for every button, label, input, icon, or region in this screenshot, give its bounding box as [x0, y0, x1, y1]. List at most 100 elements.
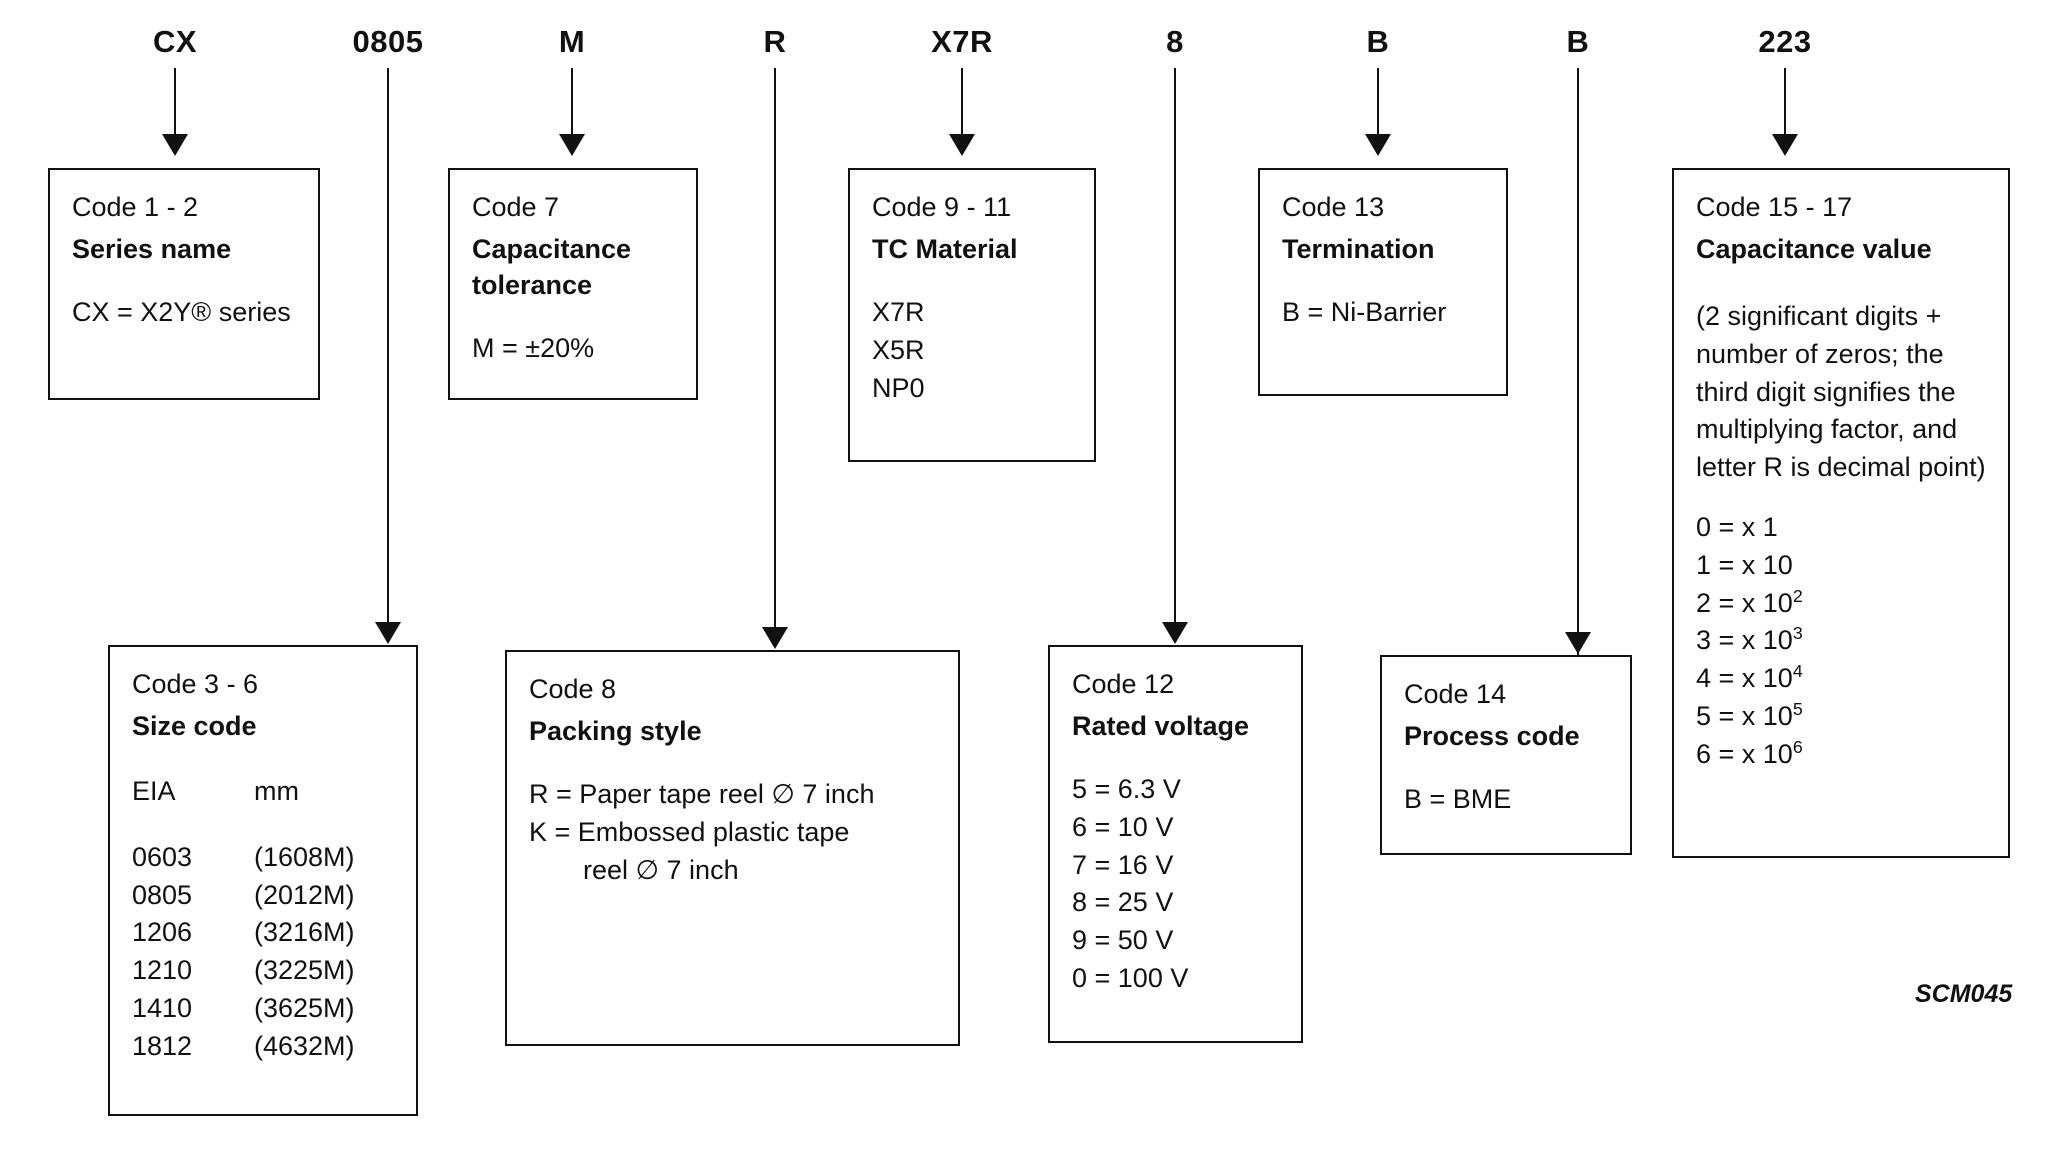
packing-style-option-k-cont: reel ∅ 7 inch — [583, 854, 739, 885]
process-code-note: B = BME — [1404, 783, 1512, 814]
tc-material-list: X7R X5R NP0 — [872, 294, 1094, 407]
series-name-title: Series name — [72, 234, 232, 265]
part-number-code-tolerance: M — [558, 24, 586, 59]
tc-material-item: X7R — [872, 296, 925, 327]
tc-material-code: Code 9 - 11 — [872, 192, 1012, 222]
multiplier-exponent: 2 — [1792, 585, 1803, 606]
arrowhead-voltage — [1162, 622, 1188, 644]
part-number-code-size: 0805 — [352, 24, 424, 59]
size-code-code: Code 3 - 6 — [132, 669, 259, 699]
rated-voltage-title: Rated voltage — [1072, 711, 1250, 742]
process-code-code: Code 14 — [1404, 679, 1507, 709]
multiplier-base: 5 = x 10 — [1696, 700, 1793, 731]
capacitance-tolerance-title-line2: tolerance — [472, 269, 593, 300]
connector-line-termination — [1377, 68, 1379, 140]
box-packing-style: Code 8 Packing style R = Paper tape reel… — [505, 650, 960, 1046]
arrowhead-tolerance — [559, 134, 585, 156]
size-mm: (4632M) — [254, 1030, 355, 1061]
connector-line-voltage — [1174, 68, 1176, 628]
size-mm: (2012M) — [254, 879, 355, 910]
arrowhead-capacitance — [1772, 134, 1798, 156]
multiplier-base: 3 = x 10 — [1696, 625, 1793, 656]
arrowhead-series — [162, 134, 188, 156]
size-mm: (3216M) — [254, 917, 355, 948]
part-number-code-packing: R — [763, 24, 787, 59]
packing-style-option-k: K = Embossed plastic tape — [529, 816, 850, 847]
arrowhead-size — [375, 622, 401, 644]
packing-style-title: Packing style — [529, 716, 702, 747]
table-row: 0603 (1608M) — [132, 839, 416, 877]
multiplier-base: 2 = x 10 — [1696, 587, 1793, 618]
rated-voltage-list: 5 = 6.3 V 6 = 10 V 7 = 16 V 8 = 25 V 9 =… — [1072, 771, 1301, 998]
rated-voltage-code: Code 12 — [1072, 669, 1175, 699]
multiplier-row: 6 = x 106 — [1696, 736, 2008, 774]
series-name-code: Code 1 - 2 — [72, 192, 199, 222]
packing-style-option-r: R = Paper tape reel ∅ 7 inch — [529, 778, 875, 809]
size-eia: 1812 — [132, 1030, 193, 1061]
capacitance-value-description: (2 significant digits + number of zeros;… — [1696, 300, 1986, 483]
series-name-note: CX = X2Y® series — [72, 296, 291, 327]
box-series-name: Code 1 - 2 Series name CX = X2Y® series — [48, 168, 320, 400]
connector-line-series — [174, 68, 176, 140]
box-size-code: Code 3 - 6 Size code EIA mm 0603 (1608M)… — [108, 645, 418, 1116]
packing-style-list: R = Paper tape reel ∅ 7 inch K = Embosse… — [529, 776, 958, 889]
part-number-code-capacitance: 223 — [1758, 24, 1812, 59]
box-capacitance-value: Code 15 - 17 Capacitance value (2 signif… — [1672, 168, 2010, 858]
size-code-header-mm: mm — [254, 775, 299, 806]
connector-line-tc — [961, 68, 963, 140]
multiplier-exponent: 4 — [1792, 661, 1803, 682]
rated-voltage-item: 6 = 10 V — [1072, 811, 1174, 842]
size-code-title: Size code — [132, 711, 257, 742]
arrowhead-termination — [1365, 134, 1391, 156]
multiplier-row: 1 = x 10 — [1696, 547, 2008, 585]
part-number-code-process: B — [1566, 24, 1590, 59]
multiplier-exponent: 5 — [1792, 698, 1803, 719]
table-row: 1206 (3216M) — [132, 914, 416, 952]
rated-voltage-item: 5 = 6.3 V — [1072, 773, 1181, 804]
multiplier-row: 4 = x 104 — [1696, 660, 2008, 698]
box-rated-voltage: Code 12 Rated voltage 5 = 6.3 V 6 = 10 V… — [1048, 645, 1303, 1043]
box-termination: Code 13 Termination B = Ni-Barrier — [1258, 168, 1508, 396]
size-code-header-eia: EIA — [132, 775, 176, 806]
part-number-code-tc: X7R — [931, 24, 993, 59]
multiplier-base: 6 = x 10 — [1696, 738, 1793, 769]
connector-line-process — [1577, 68, 1579, 668]
box-tc-material: Code 9 - 11 TC Material X7R X5R NP0 — [848, 168, 1096, 462]
rated-voltage-item: 8 = 25 V — [1072, 887, 1174, 918]
size-eia: 1206 — [132, 917, 193, 948]
size-code-table-body: 0603 (1608M) 0805 (2012M) 1206 (3216M) 1… — [132, 839, 416, 1066]
rated-voltage-item: 0 = 100 V — [1072, 962, 1189, 993]
arrowhead-process — [1565, 632, 1591, 654]
size-mm: (3625M) — [254, 992, 355, 1023]
part-number-code-voltage: 8 — [1166, 24, 1184, 59]
multiplier-row: 2 = x 102 — [1696, 585, 2008, 623]
tc-material-title: TC Material — [872, 234, 1018, 265]
table-row: 0805 (2012M) — [132, 877, 416, 915]
table-row: 1210 (3225M) — [132, 952, 416, 990]
multiplier-base: 0 = x 1 — [1696, 511, 1778, 542]
termination-note: B = Ni-Barrier — [1282, 296, 1447, 327]
capacitance-tolerance-title-line1: Capacitance — [472, 234, 632, 265]
size-code-table-header: EIA mm — [132, 773, 416, 811]
size-eia: 0603 — [132, 841, 193, 872]
connector-line-size — [387, 68, 389, 628]
multiplier-row: 3 = x 103 — [1696, 622, 2008, 660]
multiplier-row: 5 = x 105 — [1696, 698, 2008, 736]
tc-material-item: NP0 — [872, 372, 925, 403]
drawing-reference-label: SCM045 — [1915, 980, 2013, 1008]
tc-material-item: X5R — [872, 334, 925, 365]
connector-line-capacitance — [1784, 68, 1786, 140]
part-number-code-termination: B — [1366, 24, 1390, 59]
arrowhead-packing — [762, 627, 788, 649]
box-process-code: Code 14 Process code B = BME — [1380, 655, 1632, 855]
rated-voltage-item: 7 = 16 V — [1072, 849, 1174, 880]
capacitance-value-code: Code 15 - 17 — [1696, 192, 1853, 222]
multiplier-row: 0 = x 1 — [1696, 509, 2008, 547]
packing-style-code: Code 8 — [529, 674, 617, 704]
capacitance-value-title: Capacitance value — [1696, 234, 1932, 265]
multiplier-exponent: 3 — [1792, 623, 1803, 644]
process-code-title: Process code — [1404, 721, 1580, 752]
rated-voltage-item: 9 = 50 V — [1072, 925, 1174, 956]
size-mm: (3225M) — [254, 955, 355, 986]
